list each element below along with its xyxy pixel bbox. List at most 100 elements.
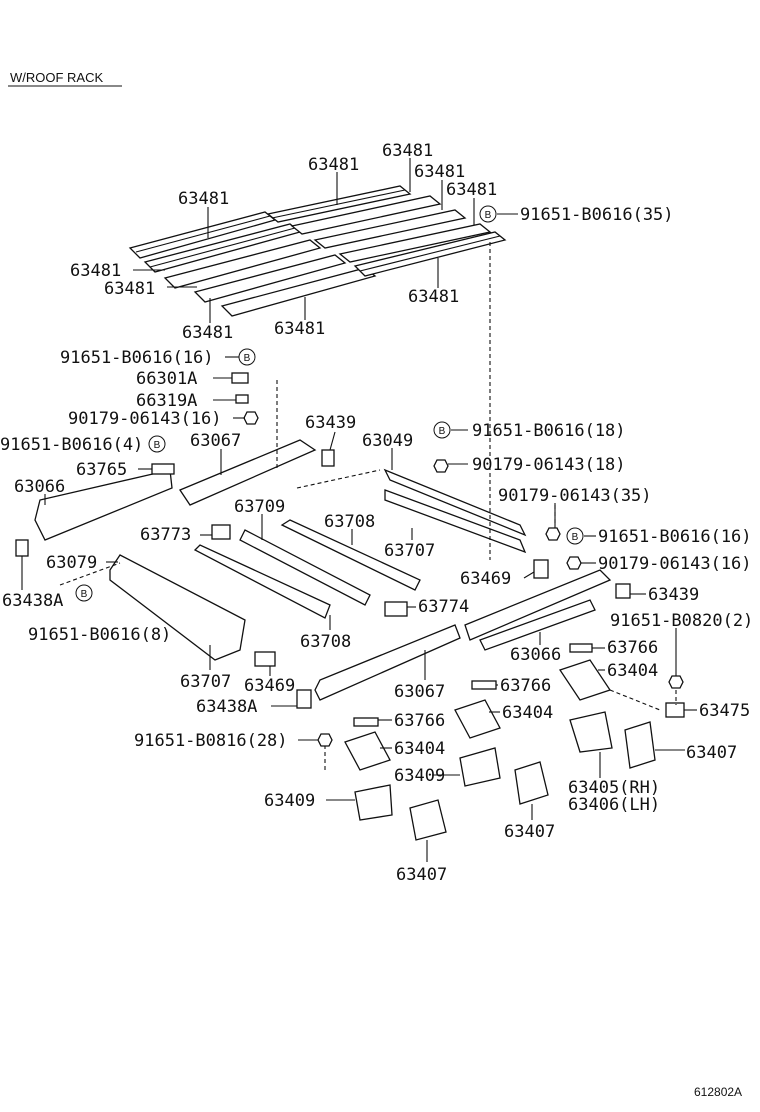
bracket-part [231, 372, 249, 384]
part-callout: 63469 [244, 676, 295, 696]
part-callout: 63407 [396, 865, 447, 885]
part-callout: 90179-06143(18) [472, 455, 626, 475]
bracket-part [321, 449, 335, 467]
part-callout: 90179-06143(16) [598, 554, 752, 574]
bracket-part [296, 689, 312, 709]
bracket-part [254, 651, 276, 667]
slat-detail [359, 235, 501, 272]
rail-part [34, 469, 173, 541]
slat-part [338, 223, 492, 263]
mount-part [459, 747, 501, 787]
part-callout: 63404 [607, 661, 658, 681]
part-callout: 63774 [418, 597, 469, 617]
part-callout: 63475 [699, 701, 750, 721]
part-callout: 63708 [324, 512, 375, 532]
bracket-part [569, 643, 593, 653]
bracket-part [235, 394, 249, 404]
rail-part [193, 544, 331, 619]
part-callout: 63481 [382, 141, 433, 161]
section-title: W/ROOF RACK [10, 70, 103, 85]
part-callout: 63439 [648, 585, 699, 605]
part-callout: 63066 [14, 477, 65, 497]
rail-part [109, 554, 246, 661]
rail-part [479, 599, 596, 651]
mount-part [454, 699, 501, 739]
b-marker-letter: B [572, 532, 579, 543]
dashed-leader [296, 469, 381, 489]
part-callout: 90179-06143(35) [498, 486, 652, 506]
part-callout: 63409 [394, 766, 445, 786]
leader-line [329, 431, 336, 451]
rail-part [314, 624, 461, 701]
bracket-part [15, 539, 29, 557]
bracket-part [211, 524, 231, 540]
part-callout: 91651-B0616(8) [28, 625, 171, 645]
part-callout: 63406(LH) [568, 795, 660, 815]
b-marker-circle [479, 205, 497, 223]
part-callout: 63481 [104, 279, 155, 299]
dashed-leader [59, 562, 121, 586]
part-callout: 63438A [2, 591, 63, 611]
bracket-part [384, 601, 408, 617]
slat-detail [149, 227, 296, 268]
bracket-part [665, 702, 685, 718]
part-callout: 63439 [305, 413, 356, 433]
part-callout: 63773 [140, 525, 191, 545]
leader-line [523, 571, 535, 579]
nut-part [433, 459, 449, 473]
bracket-part [353, 717, 379, 727]
figure-id: 612802A [694, 1085, 742, 1099]
part-callout: 63765 [76, 460, 127, 480]
slat-part [313, 209, 467, 249]
part-callout: 63066 [510, 645, 561, 665]
b-marker-letter: B [244, 353, 251, 364]
mount-part [344, 731, 391, 771]
part-callout: 63707 [384, 541, 435, 561]
part-callout: 63766 [607, 638, 658, 658]
b-marker-circle [433, 421, 451, 439]
nut-part [566, 556, 582, 570]
part-callout: 63067 [190, 431, 241, 451]
roof-slats [128, 185, 507, 317]
floor-mounts [344, 659, 656, 841]
part-callout: 63405(RH) [568, 778, 660, 798]
b-markers: B B B B B B [75, 205, 584, 602]
dashed-leader [609, 689, 661, 711]
part-callout: 63481 [274, 319, 325, 339]
part-callout: 91651-B0616(16) [598, 527, 752, 547]
nuts [243, 411, 684, 747]
b-marker-letter: B [439, 426, 446, 437]
nut-part [317, 733, 333, 747]
part-callout: 66301A [136, 369, 197, 389]
part-callout: 63481 [414, 162, 465, 182]
part-callout: 63481 [182, 323, 233, 343]
bracket-part [471, 680, 497, 690]
mount-part [354, 784, 393, 821]
part-callout: 63409 [264, 791, 315, 811]
callout-labels: 63481 63481 63481 63481 63481 91651-B061… [0, 141, 753, 885]
mount-part [514, 761, 549, 805]
part-callout: 63708 [300, 632, 351, 652]
part-callout: 63404 [394, 739, 445, 759]
bracket-part [615, 583, 631, 599]
part-callout: 63407 [686, 743, 737, 763]
b-marker-letter: B [485, 210, 492, 221]
upper-rails [34, 439, 612, 701]
slat-part [193, 254, 347, 303]
b-marker-letter: B [81, 589, 88, 600]
leader-lines [21, 158, 697, 862]
part-callout: 63438A [196, 697, 257, 717]
slat-detail [271, 189, 406, 219]
part-callout: 63079 [46, 553, 97, 573]
part-callout: 91651-B0616(35) [520, 205, 674, 225]
part-callout: 66319A [136, 391, 197, 411]
part-callout: 63049 [362, 431, 413, 451]
part-callout: 63766 [394, 711, 445, 731]
mount-part [409, 799, 447, 841]
part-callout: 91651-B0616(4) [0, 435, 143, 455]
part-callout: 63709 [234, 497, 285, 517]
rail-part [239, 529, 371, 606]
nut-part [243, 411, 259, 425]
rail-part [464, 569, 612, 641]
